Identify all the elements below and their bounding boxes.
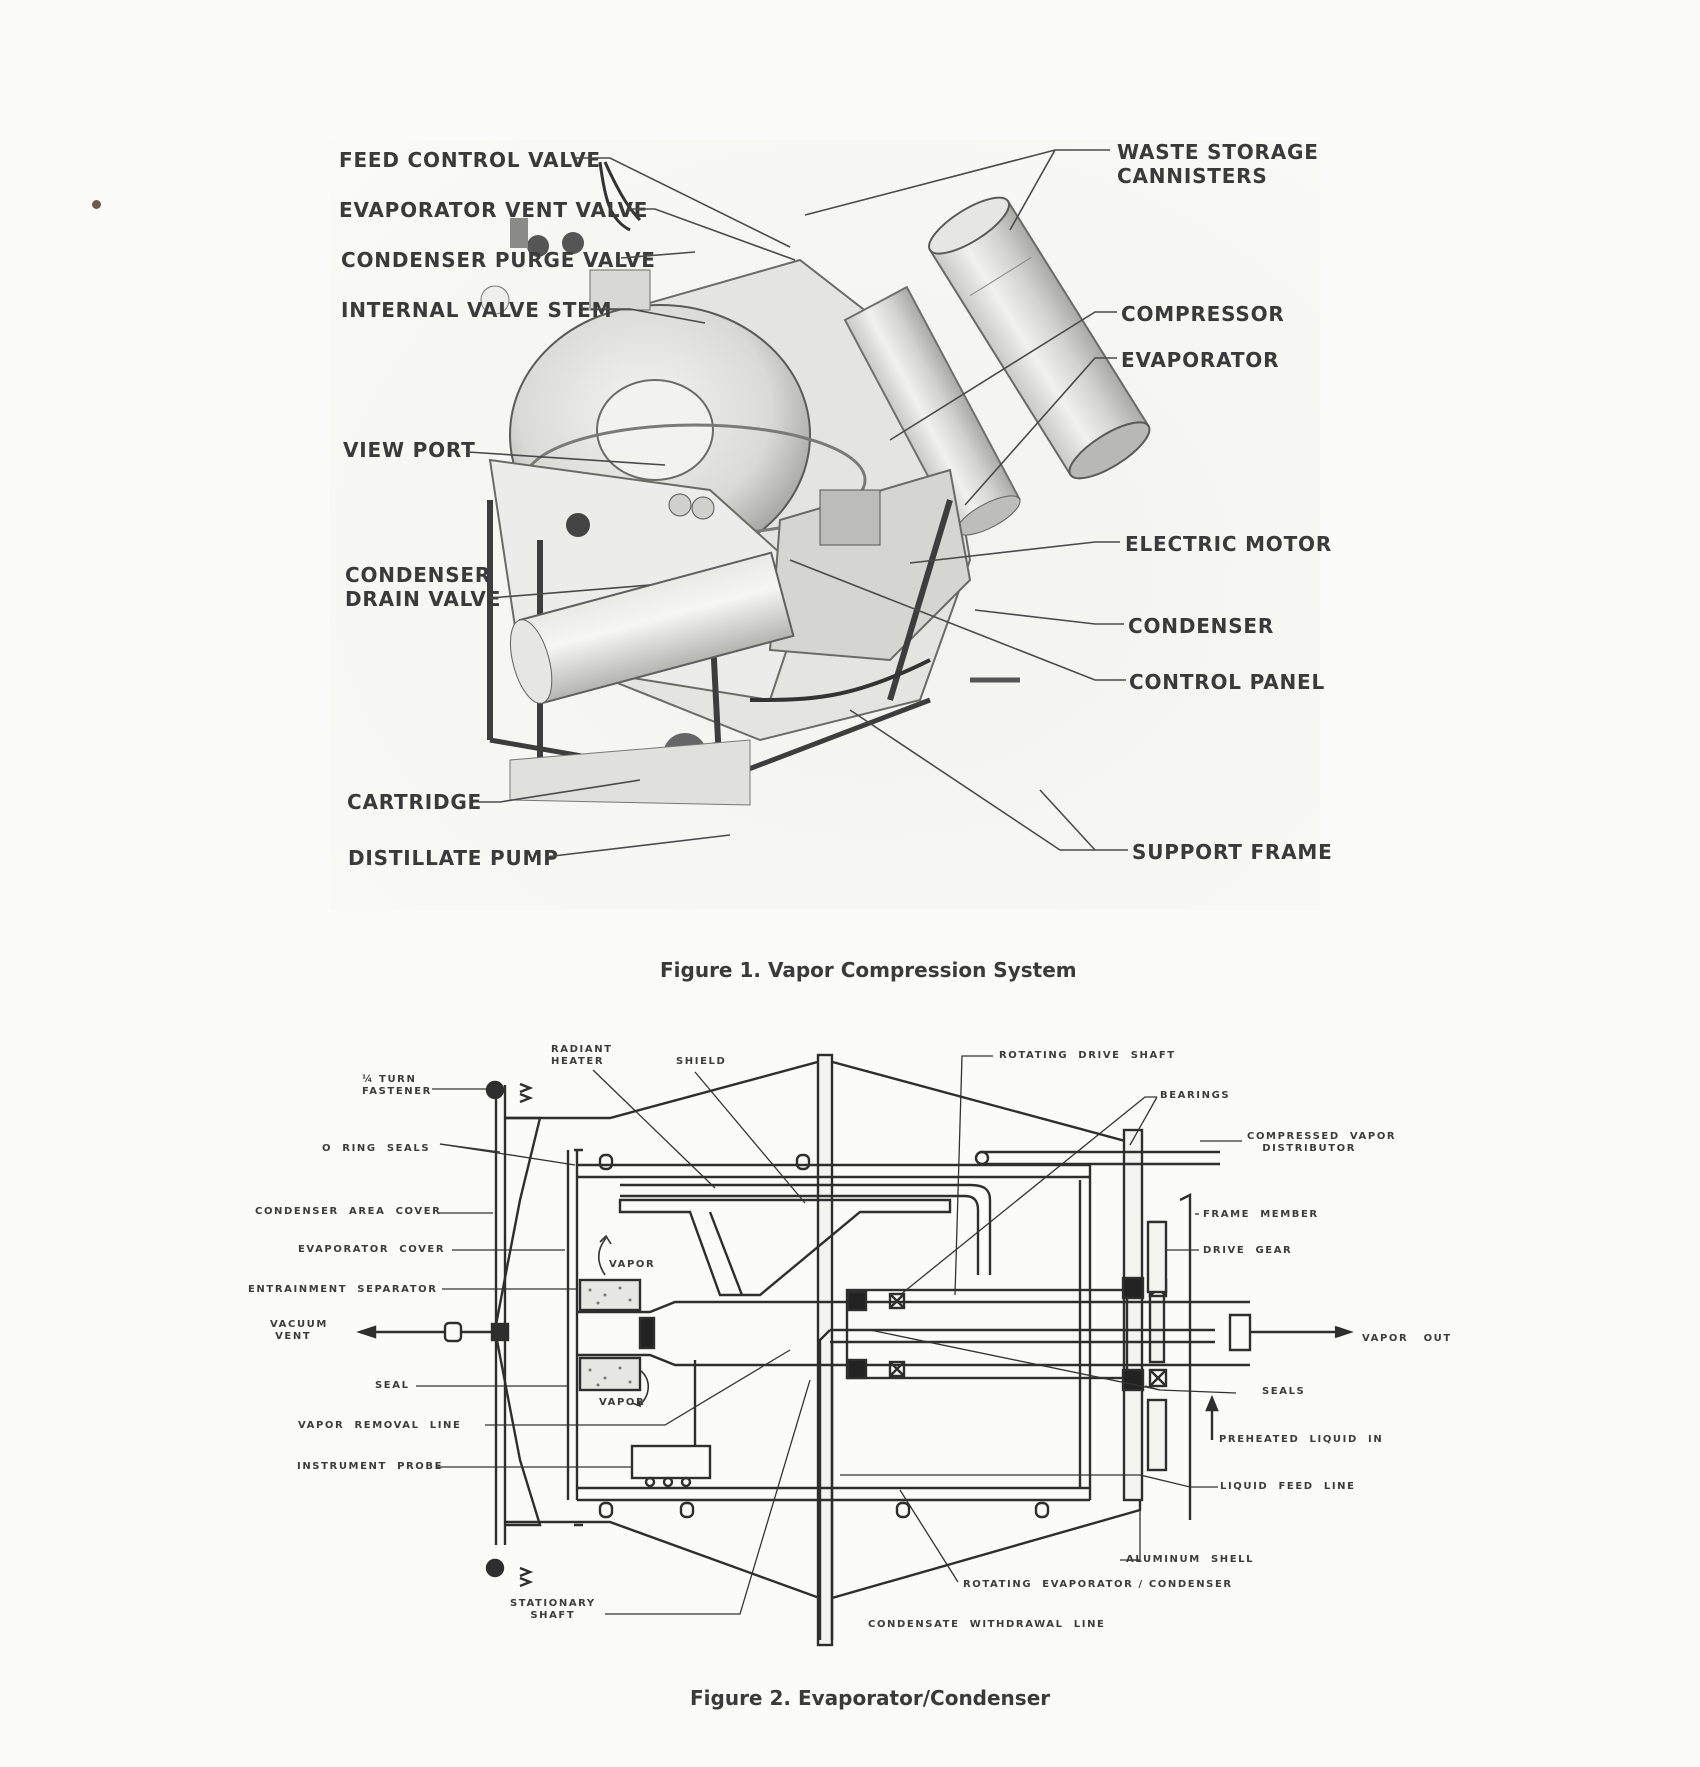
label-radiant-heater: RADIANT HEATER (551, 1044, 613, 1067)
label-waste-storage-cannisters: WASTE STORAGE CANNISTERS (1117, 140, 1319, 188)
label-quarter-turn-fastener: ¼ TURN FASTENER (362, 1074, 432, 1097)
label-seal: SEAL (375, 1380, 410, 1391)
label-compressed-vapor-distributor: COMPRESSED VAPOR DISTRIBUTOR (1247, 1131, 1397, 1154)
label-feed-control-valve: FEED CONTROL VALVE (339, 148, 601, 172)
label-drive-gear: DRIVE GEAR (1203, 1245, 1293, 1256)
label-evaporator-cover: EVAPORATOR COVER (298, 1244, 446, 1255)
label-control-panel: CONTROL PANEL (1129, 670, 1326, 694)
label-rotating-evaporator-condenser: ROTATING EVAPORATOR / CONDENSER (963, 1579, 1233, 1590)
label-instrument-probe: INSTRUMENT PROBE (297, 1461, 444, 1472)
label-shield: SHIELD (676, 1056, 727, 1067)
label-evaporator-vent-valve: EVAPORATOR VENT VALVE (339, 198, 649, 222)
label-distillate-pump: DISTILLATE PUMP (348, 846, 559, 870)
label-vapor-removal-line: VAPOR REMOVAL LINE (298, 1420, 462, 1431)
label-o-ring-seals: O RING SEALS (322, 1143, 431, 1154)
label-aluminum-shell: ALUMINUM SHELL (1126, 1554, 1255, 1565)
label-bearings: BEARINGS (1160, 1090, 1231, 1101)
figure-1-caption: Figure 1. Vapor Compression System (660, 958, 1077, 982)
label-preheated-liquid-in: PREHEATED LIQUID IN (1219, 1434, 1384, 1445)
label-condenser-purge-valve: CONDENSER PURGE VALVE (341, 248, 656, 272)
label-cartridge: CARTRIDGE (347, 790, 483, 814)
label-rotating-drive-shaft: ROTATING DRIVE SHAFT (999, 1050, 1176, 1061)
label-vapor-out: VAPOR OUT (1362, 1333, 1452, 1344)
label-frame-member: FRAME MEMBER (1203, 1209, 1319, 1220)
label-internal-valve-stem: INTERNAL VALVE STEM (341, 298, 613, 322)
label-vapor-bottom: VAPOR (599, 1397, 646, 1408)
label-condenser-drain-valve: CONDENSER DRAIN VALVE (345, 563, 502, 611)
figure-2-caption: Figure 2. Evaporator/Condenser (690, 1686, 1051, 1710)
label-condenser-area-cover: CONDENSER AREA COVER (255, 1206, 442, 1217)
label-vapor-top: VAPOR (609, 1259, 656, 1270)
label-liquid-feed-line: LIQUID FEED LINE (1220, 1481, 1356, 1492)
label-evaporator: EVAPORATOR (1121, 348, 1280, 372)
label-condensate-withdrawal-line: CONDENSATE WITHDRAWAL LINE (868, 1619, 1106, 1630)
speck-mark (92, 200, 101, 209)
label-seals: SEALS (1262, 1386, 1306, 1397)
label-support-frame: SUPPORT FRAME (1132, 840, 1333, 864)
label-view-port: VIEW PORT (343, 438, 476, 462)
label-stationary-shaft: STATIONARY SHAFT (510, 1598, 596, 1621)
label-condenser: CONDENSER (1128, 614, 1275, 638)
label-entrainment-separator: ENTRAINMENT SEPARATOR (248, 1284, 438, 1295)
label-vacuum-vent: VACUUM VENT (270, 1319, 328, 1342)
label-electric-motor: ELECTRIC MOTOR (1125, 532, 1333, 556)
label-compressor: COMPRESSOR (1121, 302, 1285, 326)
